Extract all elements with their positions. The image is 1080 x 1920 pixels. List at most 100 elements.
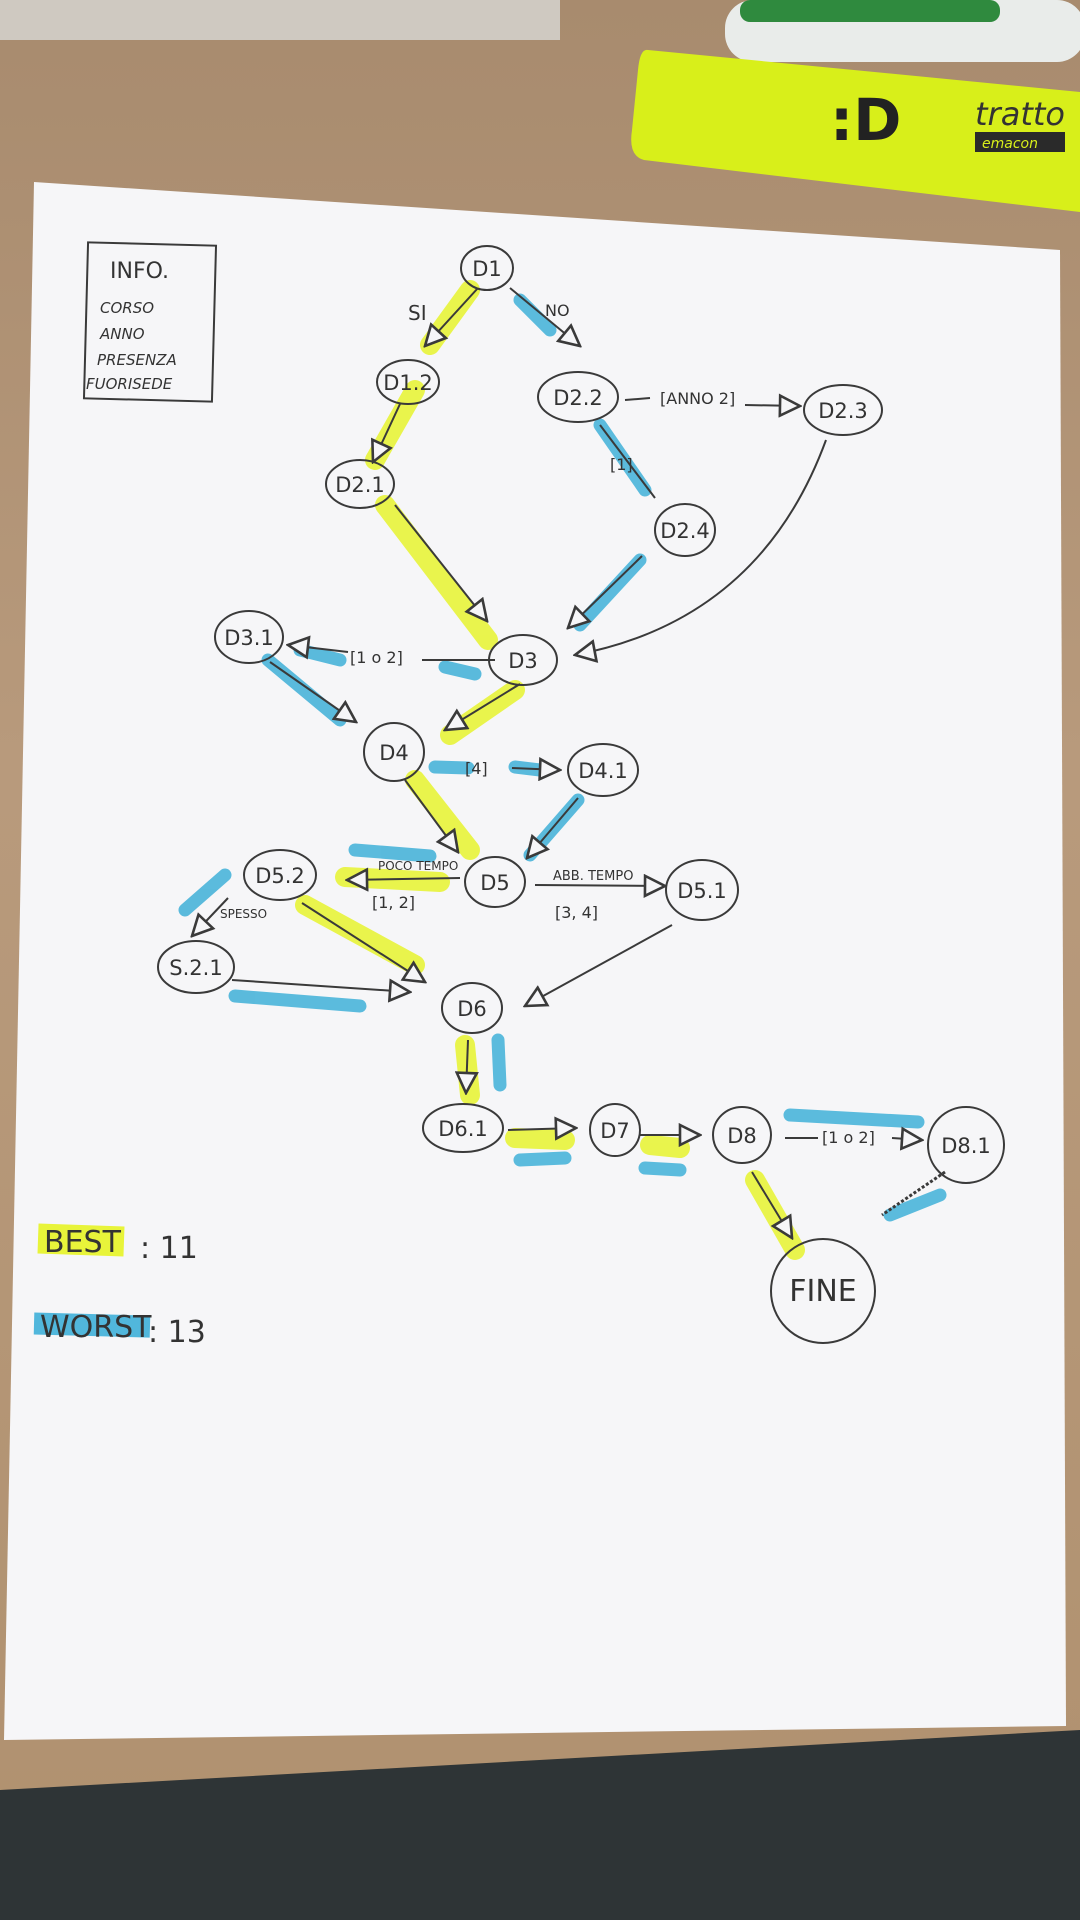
node-d5 [464, 856, 526, 908]
edge-label-d22-d23: [ANNO 2] [660, 389, 735, 408]
marker-logo: :D [830, 86, 901, 154]
label-d23: D2.3 [818, 399, 868, 423]
edge-label-d5-d51-top: ABB. TEMPO [553, 869, 633, 884]
info-item-presenza: PRESENZA [97, 351, 177, 369]
legend: BEST : 11 WORST : 13 [33, 1223, 206, 1350]
info-box: INFO. CORSO ANNO PRESENZA FUORISEDE [82, 241, 218, 403]
pen-cap [0, 0, 1080, 62]
node-d22 [537, 371, 619, 423]
marker-sub: emacon [982, 136, 1038, 152]
info-title: INFO. [110, 259, 169, 284]
edge-d51-d6 [525, 924, 673, 1006]
edge-d22-d23-b [744, 405, 800, 406]
label-d4: D4 [379, 741, 409, 765]
node-fine [770, 1238, 876, 1344]
edge-d8-fine [751, 1171, 792, 1238]
label-d7: D7 [600, 1119, 630, 1143]
edge-d5-d52 [347, 878, 461, 880]
label-d8: D8 [727, 1124, 757, 1148]
node-d61 [422, 1103, 504, 1153]
edge-d24-d3 [568, 555, 643, 628]
edge-d5-d51 [534, 885, 665, 886]
edge-d6-d61 [466, 1039, 468, 1093]
edge-label-d52-s521: SPESSO [220, 907, 267, 921]
node-s521 [157, 940, 235, 994]
node-d7 [589, 1103, 641, 1157]
node-d6 [441, 982, 503, 1034]
edge-label-d4-d41: [4] [465, 759, 488, 778]
edge-label-d5-d51-bottom: [3, 4] [555, 903, 598, 922]
label-d81: D8.1 [941, 1134, 991, 1158]
node-d12 [376, 359, 440, 405]
node-d31 [214, 610, 284, 664]
edge-d52-s521 [192, 897, 229, 936]
node-d21 [325, 459, 395, 509]
nodes [157, 245, 1005, 1344]
label-s521: S.2.1 [169, 956, 222, 980]
best-legend-swatch [37, 1223, 125, 1257]
node-d1 [460, 245, 514, 291]
node-d4 [363, 722, 425, 782]
info-item-corso: CORSO [100, 299, 154, 317]
edge-d4-d5 [404, 779, 458, 852]
marker-brand: tratto [975, 95, 1065, 133]
label-fine: FINE [789, 1274, 857, 1309]
label-d5: D5 [480, 871, 510, 895]
edge-d23-d3 [575, 439, 827, 655]
node-d23 [803, 384, 883, 436]
edge-d12-d21 [373, 403, 401, 462]
label-d51: D5.1 [677, 879, 727, 903]
edge-label-d3-d31: [1 o 2] [350, 648, 403, 667]
edge-d8-d81-b [891, 1138, 922, 1140]
edge-d22-d24 [599, 424, 656, 499]
label-d31: D3.1 [224, 626, 274, 650]
node-labels: D1 D1.2 D2.1 D2.2 D2.3 D2.4 D3.1 D3 D4 D… [169, 257, 990, 1309]
edge-d4-d41 [511, 768, 560, 770]
edge-label-d5-d52-top: POCO TEMPO [378, 859, 458, 873]
node-d51 [665, 859, 739, 921]
edge-label-d8-d81: [1 o 2] [822, 1128, 875, 1147]
worst-legend-swatch [33, 1312, 151, 1338]
label-d24: D2.4 [660, 519, 710, 543]
edge-d41-d5 [527, 797, 579, 858]
edge-d1-d12 [425, 287, 479, 346]
info-item-fuorisede: FUORISEDE [86, 375, 173, 393]
edge-label-d22-d24: [1] [610, 455, 633, 474]
label-d21: D2.1 [335, 473, 385, 497]
label-d22: D2.2 [553, 386, 603, 410]
edges [192, 287, 946, 1238]
node-d3 [488, 634, 558, 686]
best-value: : 11 [140, 1231, 198, 1266]
label-d12: D1.2 [383, 371, 433, 395]
edge-d61-d7 [507, 1128, 576, 1130]
dark-floor [0, 1730, 1080, 1920]
edge-labels: SI NO [ANNO 2] [1] [1 o 2] [4] POCO TEMP… [220, 301, 875, 1147]
label-d6: D6 [457, 997, 487, 1021]
edge-d81-fine [881, 1170, 946, 1217]
edge-label-no: NO [545, 301, 570, 320]
node-d41 [567, 743, 639, 797]
node-d8 [712, 1106, 772, 1164]
edge-d3-d31 [288, 645, 349, 652]
edge-label-d5-d52-bottom: [1, 2] [372, 893, 415, 912]
edge-d22-d23-a [624, 397, 651, 401]
worst-value: : 13 [148, 1315, 206, 1350]
edge-label-si: SI [408, 301, 427, 325]
edge-d1-d22 [509, 287, 580, 346]
edge-s521-d6 [231, 980, 410, 992]
label-d61: D6.1 [438, 1117, 488, 1141]
best-label: BEST [44, 1225, 122, 1260]
edge-d21-d3 [394, 504, 487, 621]
node-d24 [654, 503, 716, 557]
node-d52 [243, 849, 317, 901]
paper-sheet [4, 182, 1066, 1740]
edge-d52-d6 [301, 902, 425, 982]
label-d1: D1 [472, 257, 502, 281]
edge-d31-d4 [269, 661, 356, 722]
label-d52: D5.2 [255, 864, 305, 888]
label-d3: D3 [508, 649, 538, 673]
highlighter-pen: :D tratto emacon [631, 49, 1080, 213]
node-d81 [927, 1106, 1005, 1184]
edge-d3-d4 [445, 683, 521, 730]
